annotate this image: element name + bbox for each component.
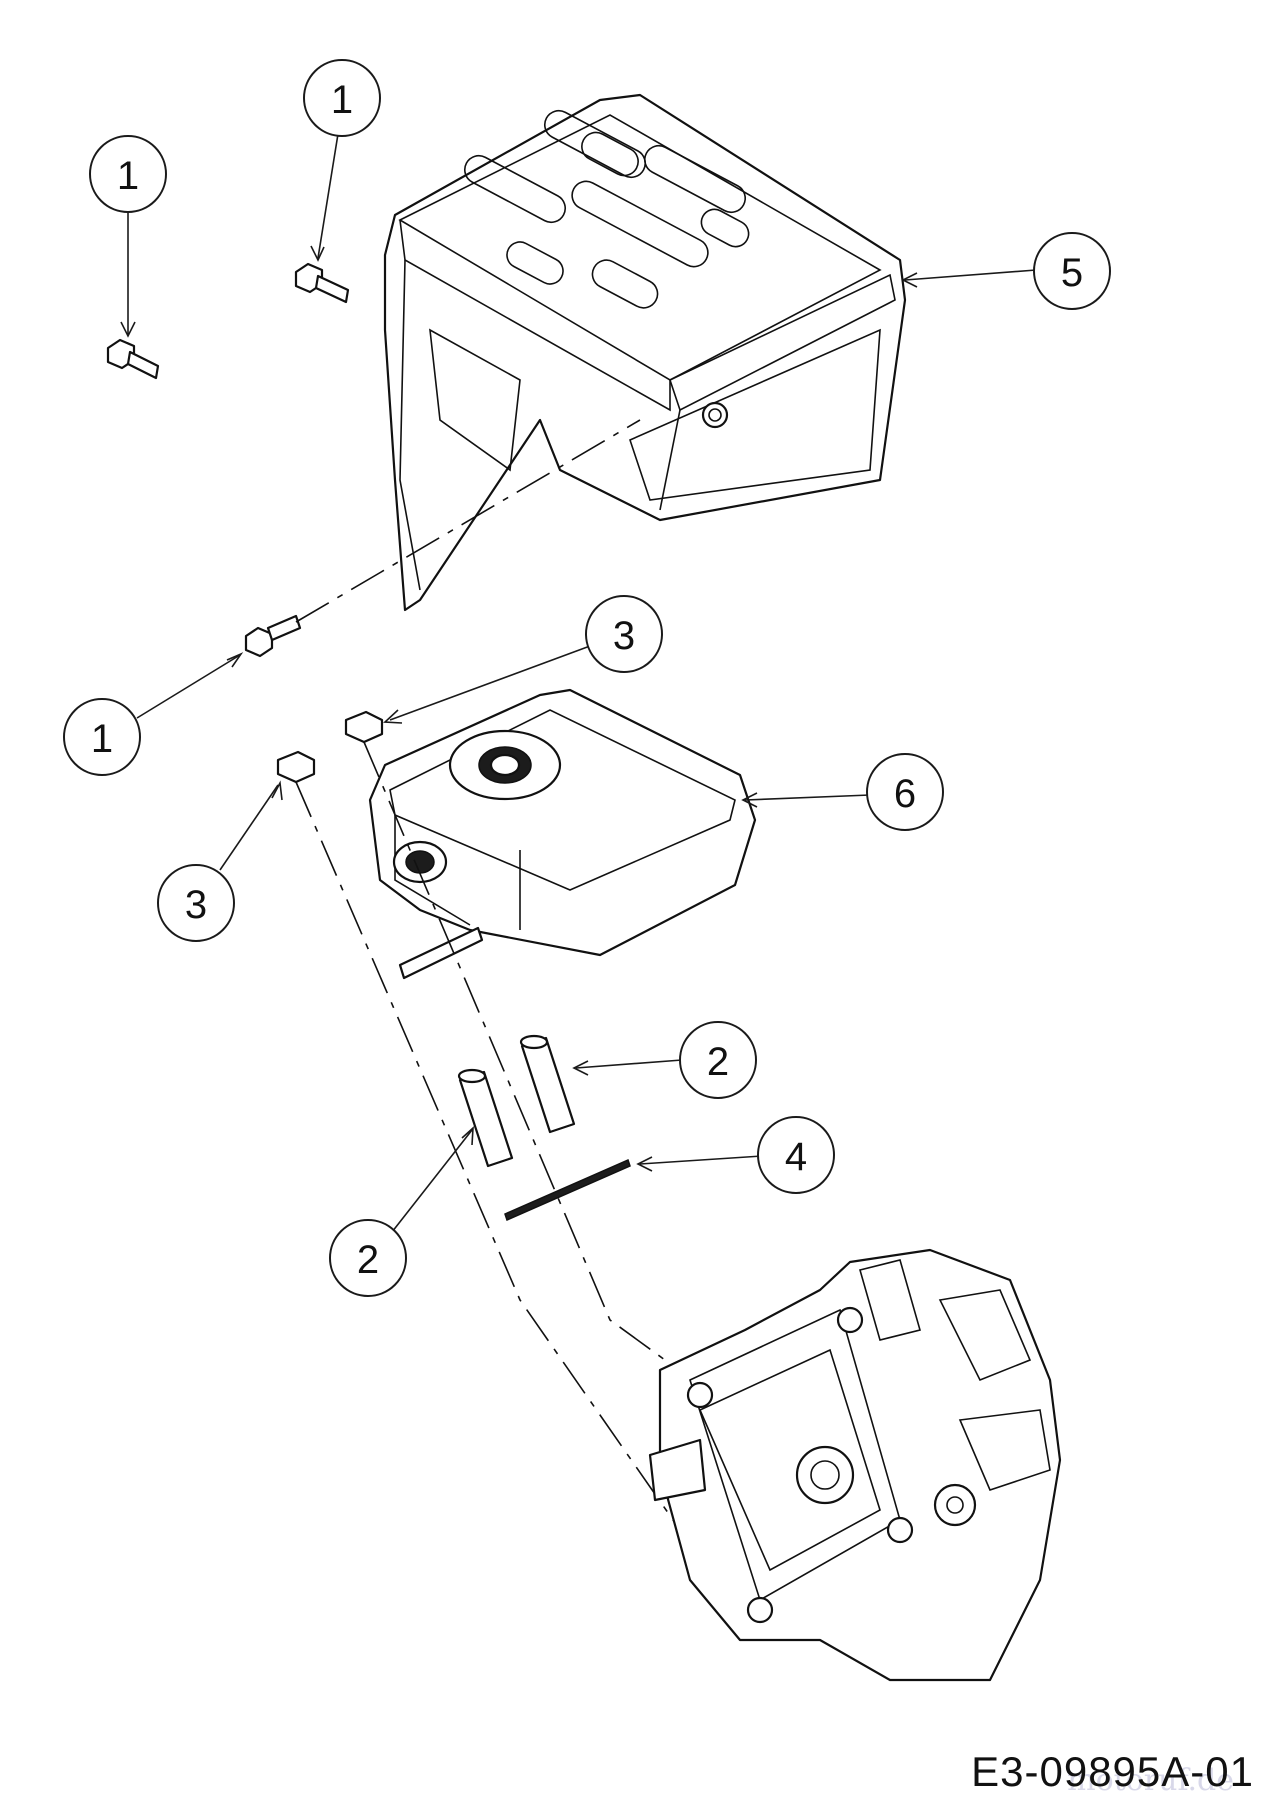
bolt-1-upper-middle: [294, 262, 350, 304]
callout-3-upper: 3: [585, 595, 663, 673]
callout-label: 2: [707, 1040, 729, 1084]
bolt-1-lower: [244, 614, 302, 658]
bolt-1-upper-left: [106, 338, 160, 380]
cylinder-head: [648, 1248, 1062, 1682]
nut-3-left: [276, 750, 316, 784]
callout-1-lower: 1: [63, 698, 141, 776]
callout-label: 1: [331, 78, 353, 122]
callout-label: 1: [117, 154, 139, 198]
callout-3-lower: 3: [157, 864, 235, 942]
nut-3-right: [344, 710, 384, 744]
muffler-heat-shield: [383, 93, 907, 612]
callout-2-right: 2: [679, 1021, 757, 1099]
stud-axis-left: [295, 781, 681, 1531]
watermark-text: motoruf.de: [1067, 1763, 1234, 1798]
callout-label: 1: [91, 717, 113, 761]
callout-1-upper-middle: 1: [303, 59, 381, 137]
callout-4: 4: [757, 1116, 835, 1194]
callout-label: 6: [894, 772, 916, 816]
callout-6: 6: [866, 753, 944, 831]
leader-lines: [120, 133, 1037, 1233]
spacer-2-right: [519, 1034, 576, 1134]
bolt-1-assembly-line: [295, 419, 641, 623]
callout-label: 2: [357, 1238, 379, 1282]
callout-2-left: 2: [329, 1219, 407, 1297]
spacer-2-left: [457, 1068, 514, 1168]
callout-1-upper-left: 1: [89, 135, 167, 213]
callout-label: 5: [1061, 251, 1083, 295]
callout-label: 3: [185, 883, 207, 927]
callout-5: 5: [1033, 232, 1111, 310]
callout-label: 3: [613, 614, 635, 658]
drawing-number: E3-09895A-01: [971, 1748, 1254, 1795]
muffler: [368, 688, 757, 980]
callout-label: 4: [785, 1135, 807, 1179]
gasket: [504, 1158, 631, 1222]
